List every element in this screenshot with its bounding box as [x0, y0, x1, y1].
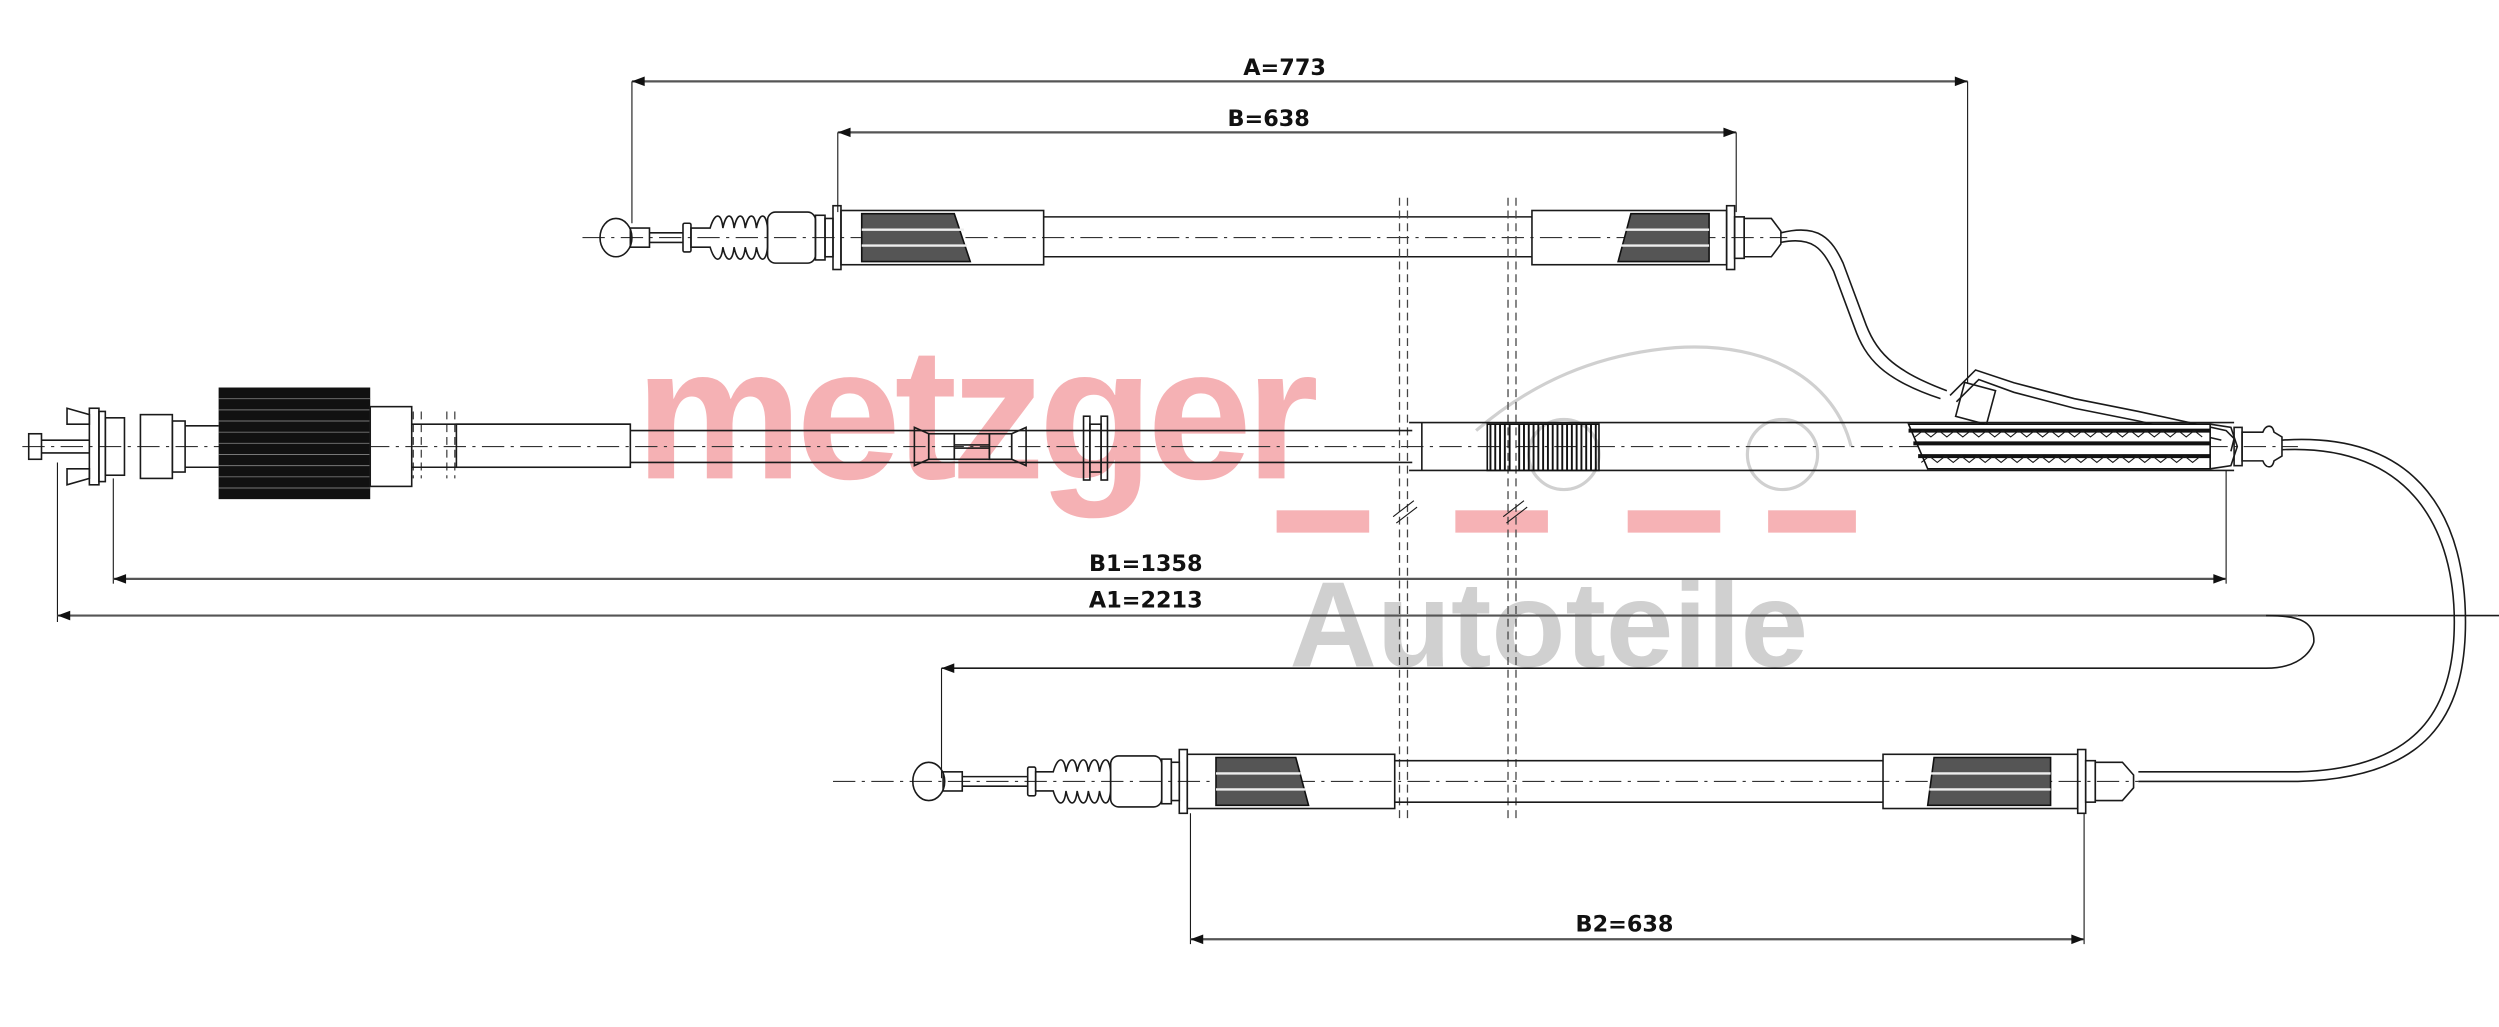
- upper-cable: [582, 204, 1948, 400]
- dimension-b2-label: B2=638: [1576, 911, 1674, 937]
- car-wheel-icon: [1745, 417, 1820, 492]
- watermark: metzger Autoteile: [635, 308, 1856, 693]
- dimension-b1: B1=1358: [112, 470, 2227, 584]
- dimension-a1: A1=2213: [56, 462, 2298, 622]
- threaded-end: [27, 432, 43, 461]
- braided-section: [1926, 756, 2052, 807]
- dimension-b2: B2=638: [1189, 813, 2085, 945]
- dimension-a: A=773: [631, 55, 1969, 383]
- dimension-a-label: A=773: [1243, 55, 1326, 81]
- braided-section: [1215, 756, 1310, 807]
- braided-section: [1907, 423, 2211, 470]
- threaded-section: [1486, 423, 1600, 472]
- braided-section: [1617, 212, 1710, 263]
- dimension-b1-label: B1=1358: [1089, 551, 1202, 577]
- dimension-b-label: B=638: [1227, 106, 1309, 132]
- cable-nipple: [911, 761, 946, 802]
- watermark-dash-4: [1768, 510, 1856, 533]
- main-cable: [22, 387, 2467, 783]
- cable-nipple: [599, 217, 633, 258]
- braided-section: [860, 212, 972, 263]
- lower-cable: [833, 748, 2139, 815]
- watermark-brand: metzger: [635, 308, 1316, 518]
- dimension-b: B=638: [837, 106, 1737, 213]
- watermark-dash-2: [1455, 510, 1548, 533]
- cable-loop-outline: [941, 614, 2499, 669]
- watermark-dash-1: [1276, 510, 1370, 533]
- car-wheel-icon: [1527, 417, 1601, 492]
- car-outline-icon: [1475, 345, 1853, 447]
- watermark-sub: Autoteile: [1289, 557, 1808, 693]
- dimension-a1-label: A1=2213: [1089, 588, 1203, 614]
- watermark-dash-3: [1627, 510, 1721, 533]
